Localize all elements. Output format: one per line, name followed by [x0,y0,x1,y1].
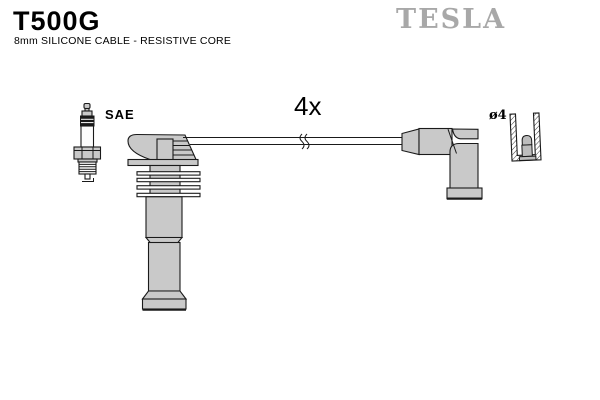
coil-boot-flange [127,158,199,167]
spark-plug-ground-electrode [82,178,94,182]
ignition-cable-drawing [183,133,405,150]
cable-spec-subtitle: 8mm SILICONE CABLE - RESISTIVE CORE [14,35,232,47]
elbow-boot-barrel [418,127,453,156]
cable-break-symbol [299,133,310,150]
terminal-cross-section-drawing [509,112,542,162]
spark-plug-insulator-ribs [80,115,95,127]
spark-plug-standard-label: SAE [105,107,135,122]
page-title: T500G [13,6,101,36]
elbow-boot-sleeve [401,128,420,156]
elbow-boot-vertical-body [449,142,479,189]
terminal-pin [518,134,537,162]
spark-plug-drawing [73,102,102,182]
coil-boot-shaft [144,196,184,292]
coil-boot-fins [136,171,201,198]
brand-logo: TESLA [396,4,507,35]
coil-boot-stem [156,138,174,161]
elbow-boot-lip [451,128,479,140]
spark-plug-center-electrode [84,173,91,180]
terminal-diameter-label: ø4 [489,108,507,123]
spark-plug-terminal-nut [83,102,91,110]
spark-plug-threads [78,161,97,175]
coil-boot-base [141,290,188,311]
spark-plug-hex-nut [73,146,102,160]
coil-boot-drawing [127,133,201,311]
quantity-label: 4x [294,91,322,121]
spark-plug-insulator [80,125,95,148]
elbow-boot-drawing [401,127,483,200]
elbow-boot-bottom-band [446,187,483,200]
